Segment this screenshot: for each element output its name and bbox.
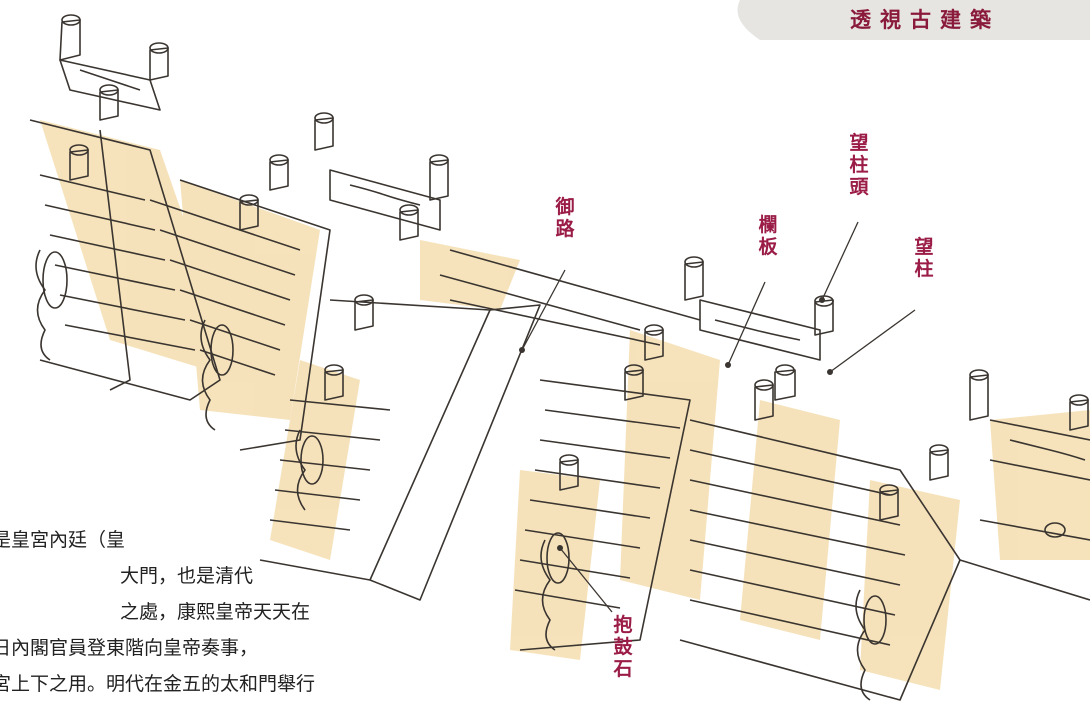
body-text-line-2: 大門，也是清代 [120, 565, 254, 587]
stone-shading [40, 120, 1090, 690]
label-wang-zhu-tou-text: 望柱頭 [849, 132, 869, 198]
body-text: 是皇宮內廷（皇 大門，也是清代 之處，康熙皇帝天天在 日內閣官員登東階向皇帝奏事… [0, 522, 332, 702]
label-wang-zhu-tou: 望柱頭 [847, 132, 871, 198]
label-yu-lu-text: 御路 [555, 196, 575, 240]
label-lan-ban: 欄板 [756, 214, 780, 258]
label-bao-gu-shi: 抱鼓石 [611, 614, 635, 680]
body-text-line-4: 日內閣官員登東階向皇帝奏事， [0, 637, 259, 659]
body-text-line-3: 之處，康熙皇帝天天在 [120, 601, 311, 623]
header-banner [737, 0, 1090, 40]
body-text-line-5: 宮上下之用。明代在金五的太和門舉行 [0, 673, 316, 695]
label-yu-lu: 御路 [553, 196, 577, 240]
leader-dots [519, 297, 833, 551]
label-wang-zhu-text: 望柱 [914, 236, 934, 280]
leader-lines [521, 221, 916, 613]
stair-line-art [29, 14, 1090, 701]
label-bao-gu-shi-text: 抱鼓石 [613, 614, 633, 680]
body-text-line-1: 是皇宮內廷（皇 [0, 529, 126, 551]
label-wang-zhu: 望柱 [912, 236, 936, 280]
label-lan-ban-text: 欄板 [758, 214, 778, 258]
header-title: 透視古建築 [850, 8, 1000, 32]
